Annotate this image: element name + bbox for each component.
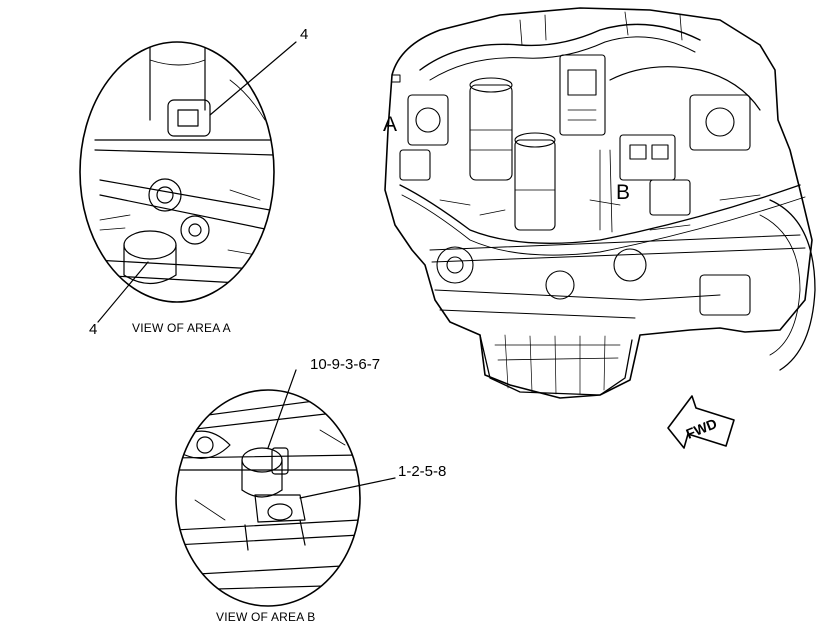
leader-line-a-top — [209, 41, 297, 116]
detail-view-area-a — [79, 41, 297, 323]
callout-area-a-top: 4 — [300, 26, 309, 43]
caption-view-area-a: VIEW OF AREA A — [132, 321, 231, 335]
engine-label-b: B — [616, 181, 631, 204]
detail-view-area-b — [175, 369, 396, 607]
callout-area-a-bottom: 4 — [89, 321, 98, 338]
callout-area-b-bottom: 1-2-5-8 — [398, 463, 447, 480]
engine-label-a: A — [383, 113, 398, 136]
caption-view-area-b: VIEW OF AREA B — [216, 610, 316, 624]
leader-line-a-bottom — [97, 261, 149, 323]
leader-line-b-bottom — [299, 477, 396, 499]
callout-area-b-top: 10-9-3-6-7 — [310, 356, 381, 373]
engine-illustration — [384, 7, 816, 399]
leader-line-b-top — [267, 369, 297, 449]
forward-arrow — [667, 395, 735, 449]
